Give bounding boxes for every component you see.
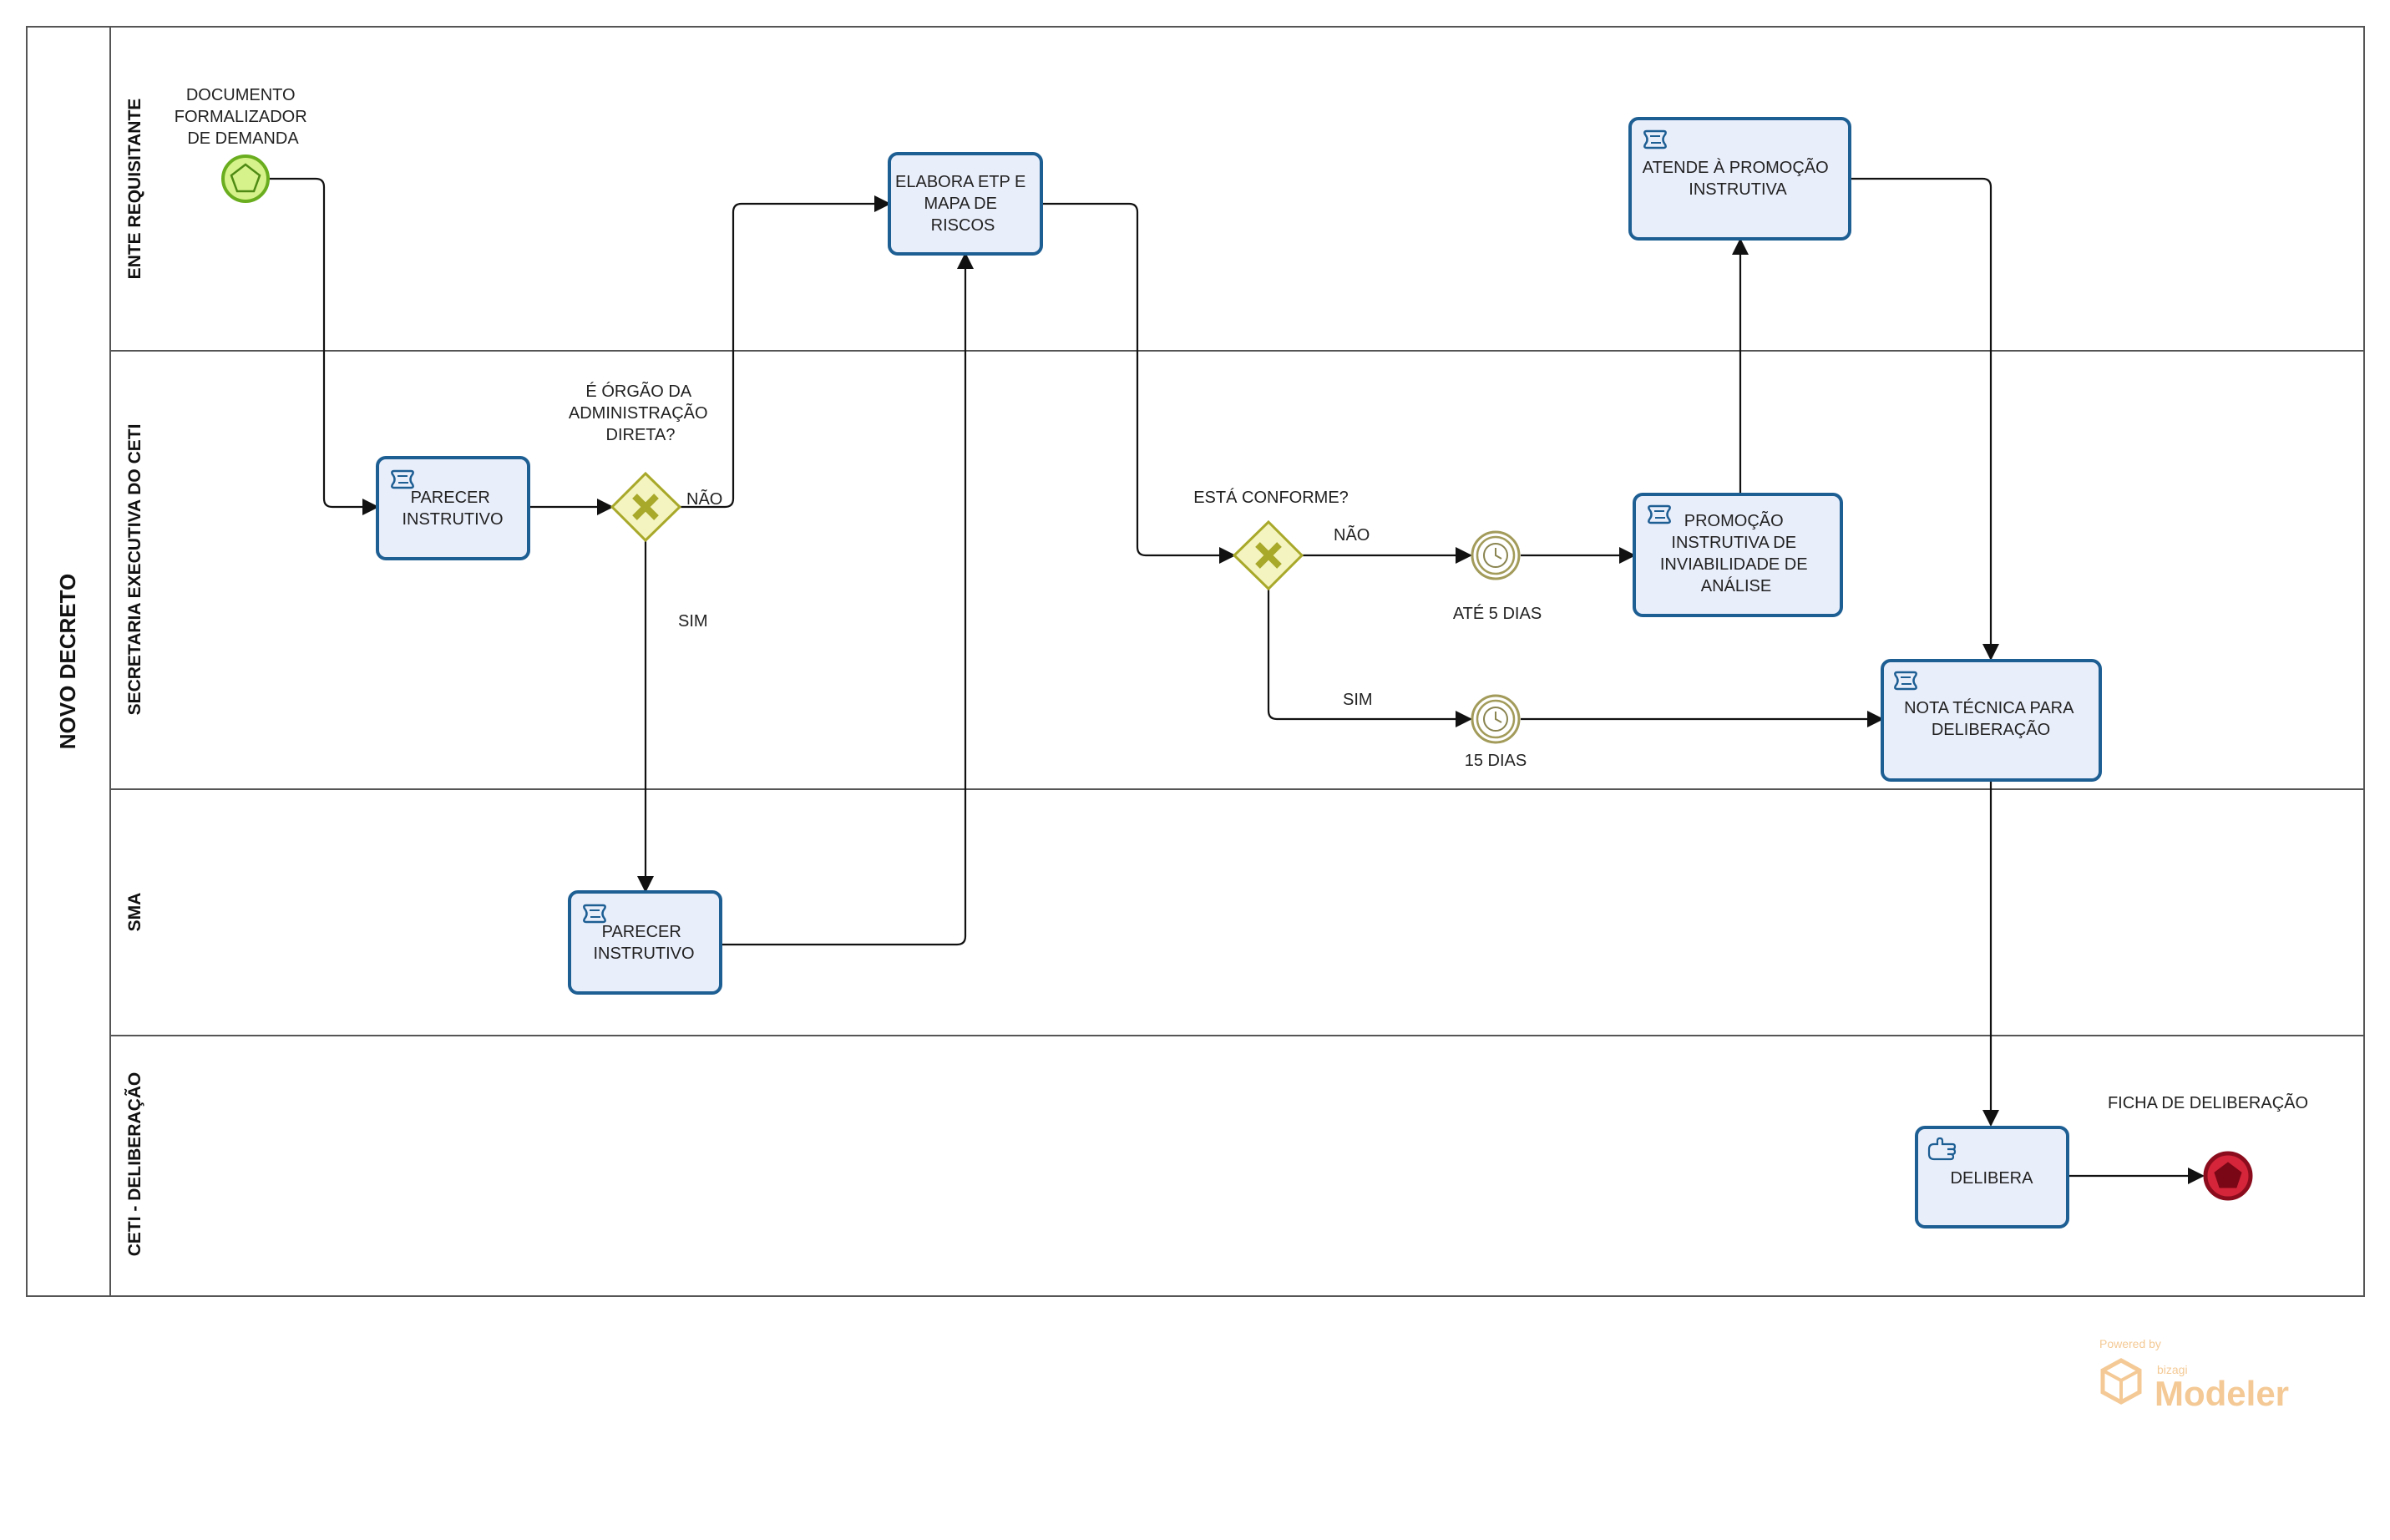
start-event[interactable] bbox=[221, 155, 270, 203]
task-label: ELABORA ETP E MAPA DE RISCOS bbox=[895, 173, 1030, 235]
hand-icon bbox=[1927, 1137, 1957, 1161]
timer-5-label: ATÉ 5 DIAS bbox=[1453, 604, 1542, 623]
script-icon bbox=[1648, 504, 1671, 524]
bizagi-watermark: Powered by bizagi Modeler bbox=[2099, 1337, 2289, 1413]
task-label: DELIBERA bbox=[1951, 1169, 2034, 1188]
task-label: PARECER INSTRUTIVO bbox=[402, 489, 503, 529]
task-promocao-instrutiva[interactable]: PROMOÇÃO INSTRUTIVA DE INVIABILIDADE DE … bbox=[1633, 493, 1843, 617]
flow-gateway2-sim[interactable] bbox=[1267, 589, 1472, 727]
script-icon bbox=[1894, 671, 1917, 691]
watermark-powered: Powered by bbox=[2099, 1337, 2161, 1350]
watermark-product: Modeler bbox=[2155, 1374, 2289, 1413]
clock-icon bbox=[1483, 707, 1508, 732]
watermark-brand: bizagi bbox=[2157, 1363, 2188, 1376]
timer-event-ate-5-dias[interactable] bbox=[1471, 530, 1521, 580]
start-event-label: DOCUMENTO FORMALIZADOR DE DEMANDA bbox=[175, 86, 311, 148]
bizagi-logo-icon bbox=[2100, 1358, 2142, 1405]
task-label: ATENDE À PROMOÇÃO INSTRUTIVA bbox=[1643, 157, 1834, 199]
flow-gateway1-nao[interactable] bbox=[680, 195, 891, 509]
sequence-flows bbox=[268, 177, 2205, 1184]
task-atende-promocao[interactable]: ATENDE À PROMOÇÃO INSTRUTIVA bbox=[1628, 117, 1851, 241]
flow-label-sim-1: SIM bbox=[678, 612, 708, 631]
pool-title: NOVO DECRETO bbox=[55, 574, 80, 749]
flow-label-nao-2: NÃO bbox=[1334, 524, 1370, 545]
task-label: NOTA TÉCNICA PARA DELIBERAÇÃO bbox=[1904, 698, 2078, 739]
lane-label-sma: SMA bbox=[125, 893, 144, 932]
timer-event-15-dias[interactable] bbox=[1471, 694, 1521, 744]
x-icon bbox=[632, 494, 659, 520]
task-label: PROMOÇÃO INSTRUTIVA DE INVIABILIDADE DE … bbox=[1660, 510, 1812, 595]
gateway-esta-conforme[interactable] bbox=[1232, 519, 1304, 591]
flow-start-to-parecer[interactable] bbox=[268, 177, 379, 515]
timer-15-label: 15 DIAS bbox=[1465, 752, 1527, 770]
script-icon bbox=[583, 904, 606, 924]
lane-label-ente: ENTE REQUISITANTE bbox=[125, 99, 144, 280]
flow-label-nao-1: NÃO bbox=[686, 489, 722, 509]
task-nota-tecnica[interactable]: NOTA TÉCNICA PARA DELIBERAÇÃO bbox=[1881, 659, 2102, 782]
task-elabora-etp[interactable]: ELABORA ETP E MAPA DE RISCOS bbox=[888, 152, 1043, 256]
flow-sma-to-elabora[interactable] bbox=[721, 252, 974, 946]
task-delibera[interactable]: DELIBERA bbox=[1915, 1126, 2069, 1228]
end-event-label: FICHA DE DELIBERAÇÃO bbox=[2108, 1092, 2308, 1112]
task-parecer-instrutivo-secretaria[interactable]: PARECER INSTRUTIVO bbox=[376, 456, 530, 560]
gateway-conforme-label: ESTÁ CONFORME? bbox=[1193, 488, 1349, 507]
script-icon bbox=[391, 469, 414, 489]
flow-atende-to-nota[interactable] bbox=[1850, 177, 1999, 661]
pentagon-icon bbox=[2214, 1162, 2242, 1188]
gateway-orgao-label: É ÓRGÃO DA ADMINISTRAÇÃO DIRETA? bbox=[569, 381, 712, 444]
pentagon-icon bbox=[230, 163, 261, 193]
gateway-orgao-administracao[interactable] bbox=[610, 471, 682, 543]
lane-label-secretaria: SECRETARIA EXECUTIVA DO CETI bbox=[125, 424, 144, 716]
task-parecer-instrutivo-sma[interactable]: PARECER INSTRUTIVO bbox=[568, 890, 722, 995]
flow-label-sim-2: SIM bbox=[1343, 691, 1373, 709]
task-label: PARECER INSTRUTIVO bbox=[593, 923, 694, 963]
script-icon bbox=[1643, 129, 1667, 149]
x-icon bbox=[1255, 542, 1282, 569]
lane-labels: ENTE REQUISITANTE SECRETARIA EXECUTIVA D… bbox=[125, 99, 144, 1257]
clock-icon bbox=[1483, 543, 1508, 568]
flow-elabora-to-gateway2[interactable] bbox=[1041, 202, 1236, 564]
lane-label-ceti: CETI - DELIBERAÇÃO bbox=[125, 1072, 144, 1257]
end-event[interactable] bbox=[2203, 1151, 2253, 1201]
